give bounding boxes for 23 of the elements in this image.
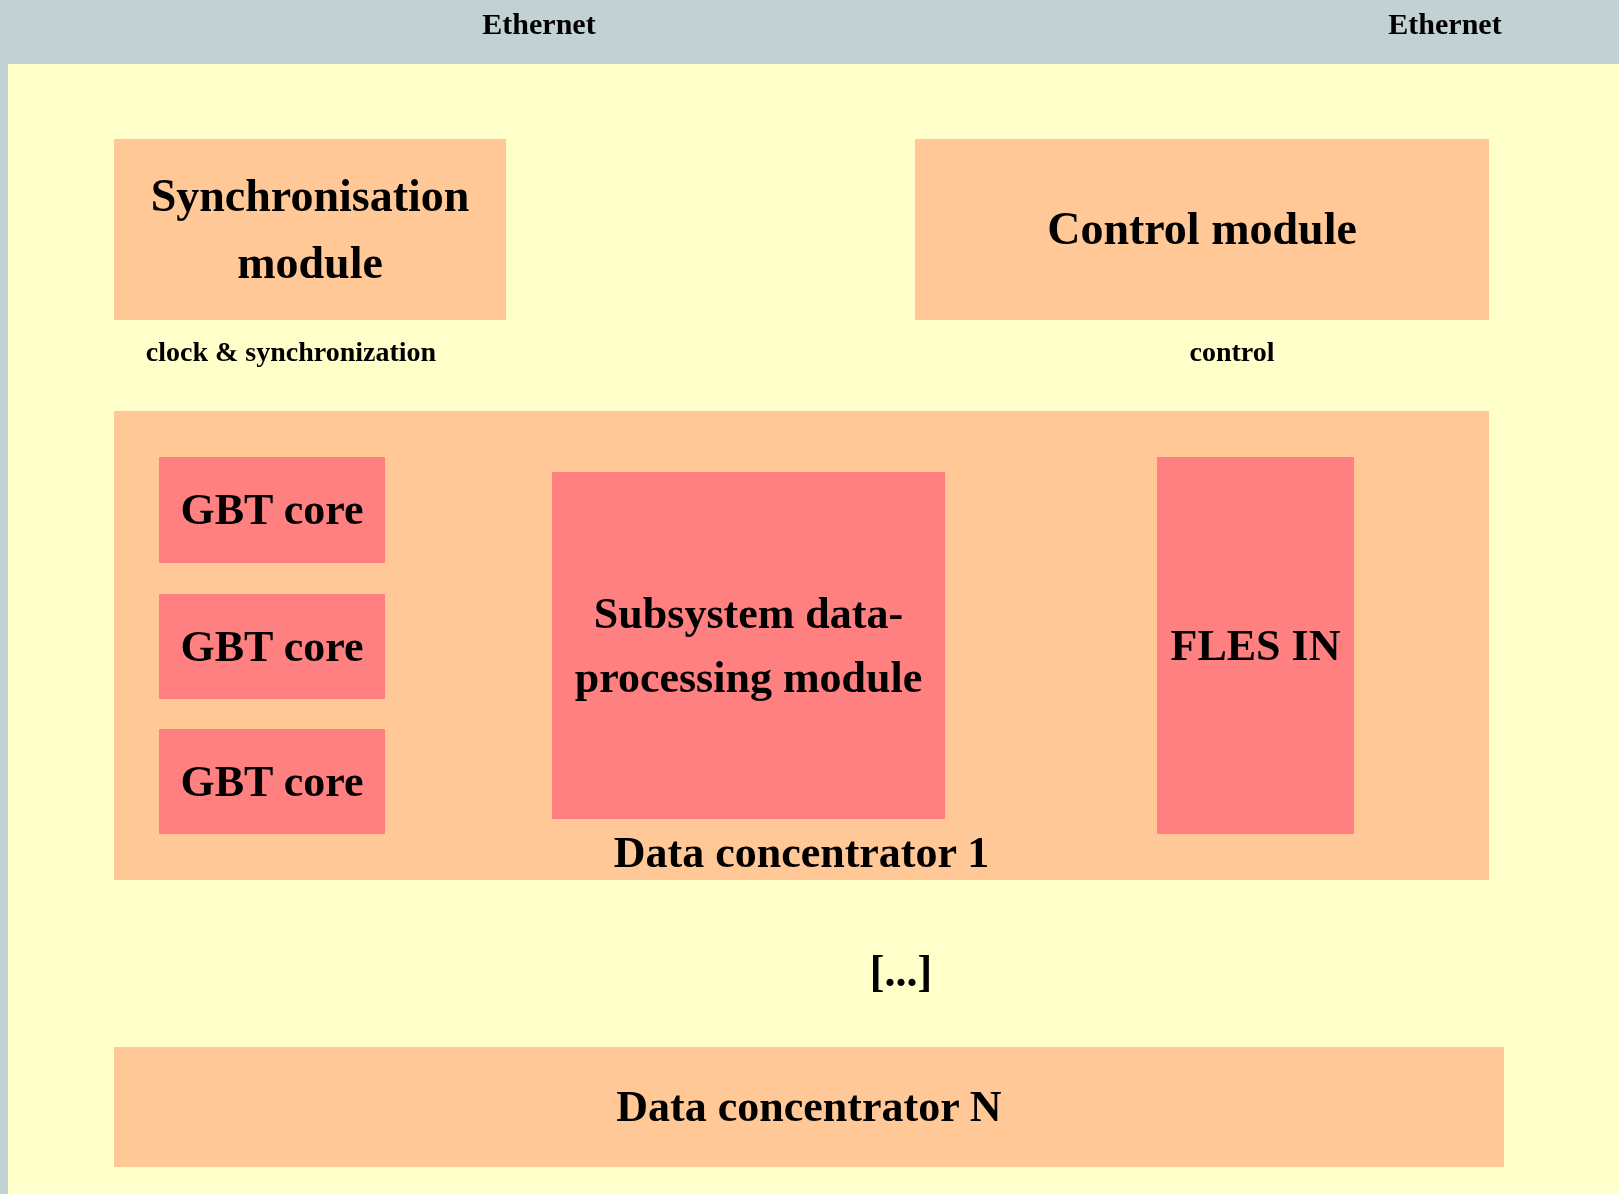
panel-title: Data concentrator 1 — [612, 827, 991, 878]
module-title: Subsystem data-processing module — [573, 587, 924, 704]
ethernet-label: Ethernet — [482, 7, 596, 41]
ellipsis-label: [...] — [869, 945, 933, 997]
module-box — [552, 472, 945, 819]
module-title: GBT core — [180, 484, 364, 537]
module-title: Synchronisation module — [149, 168, 471, 290]
module-title: FLES IN — [1170, 619, 1341, 672]
module-box — [159, 457, 385, 563]
module-box — [159, 594, 385, 699]
module-box — [915, 139, 1489, 320]
module-box — [1157, 457, 1354, 834]
module-box — [114, 139, 506, 320]
signal-label: clock & synchronization — [145, 336, 437, 368]
module-box — [159, 729, 385, 834]
module-title: Data concentrator N — [616, 1081, 1002, 1134]
module-title: GBT core — [180, 620, 364, 673]
module-box — [114, 1047, 1504, 1167]
ethernet-label: Ethernet — [1388, 7, 1502, 41]
module-title: GBT core — [180, 755, 364, 808]
concentrator-panel — [114, 411, 1489, 880]
signal-label: control — [1189, 336, 1275, 368]
module-title: Control module — [1047, 202, 1357, 257]
